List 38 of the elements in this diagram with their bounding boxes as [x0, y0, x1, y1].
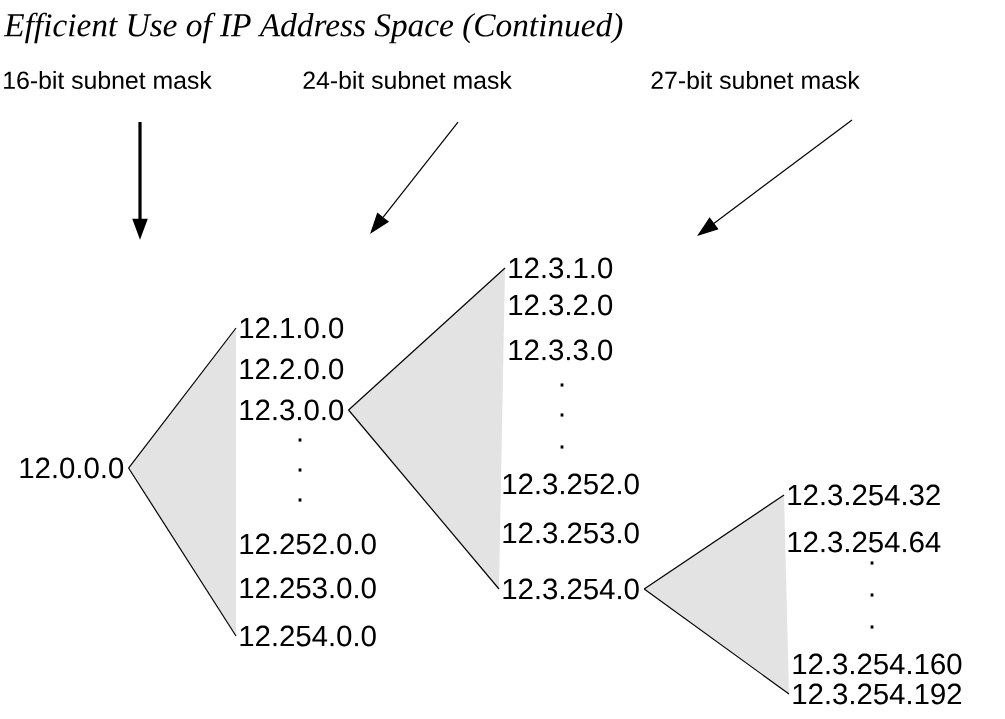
- ellipsis-dot: .: [870, 561, 874, 565]
- address-text: 12.3.254.64: [788, 531, 941, 553]
- address-text: 12.3.0.0: [240, 399, 344, 421]
- arrow: [697, 119, 853, 236]
- fan-line: [643, 494, 785, 590]
- address-text: 12.254.0.0: [240, 625, 376, 647]
- address-text: 12.3.253.0: [503, 522, 639, 544]
- address-text: 12.3.1.0: [509, 257, 613, 279]
- ellipsis-dot: .: [560, 383, 564, 387]
- caption-text: 16-bit subnet mask: [4, 70, 212, 90]
- address-text: 12.252.0.0: [240, 533, 376, 555]
- ellipsis-dot: .: [298, 468, 302, 472]
- caption-text: 24-bit subnet mask: [303, 70, 512, 90]
- ellipsis-dot: .: [298, 438, 302, 442]
- ellipsis-dot: .: [870, 625, 874, 629]
- address-text: 12.3.3.0: [509, 339, 613, 361]
- address-text: 12.3.2.0: [509, 294, 613, 316]
- address-text: 12.3.254.32: [788, 484, 940, 506]
- address-text: 12.3.254.0: [503, 578, 639, 600]
- address-text: 12.3.254.192: [793, 683, 962, 705]
- title: Efficient Use of IP Address Space (Continued): [3, 12, 623, 44]
- fan-line: [643, 588, 790, 695]
- ellipsis-dot: .: [560, 413, 564, 417]
- caption-text: 27-bit subnet mask: [651, 70, 860, 90]
- fan-line: [127, 327, 237, 469]
- fan-line: [347, 409, 500, 590]
- address-text: 12.3.254.160: [793, 653, 962, 675]
- ellipsis-dot: .: [298, 498, 302, 502]
- arrow: [370, 121, 459, 234]
- address-text: 12.253.0.0: [240, 577, 376, 599]
- fan-line: [127, 467, 237, 637]
- address-text: 12.2.0.0: [240, 358, 344, 380]
- address-text: 12.1.0.0: [240, 317, 344, 339]
- fan-line: [347, 267, 506, 411]
- address-text: 12.3.252.0: [503, 473, 639, 495]
- ellipsis-dot: .: [560, 445, 564, 449]
- address-text: 12.0.0.0: [20, 457, 124, 479]
- ellipsis-dot: .: [870, 593, 874, 597]
